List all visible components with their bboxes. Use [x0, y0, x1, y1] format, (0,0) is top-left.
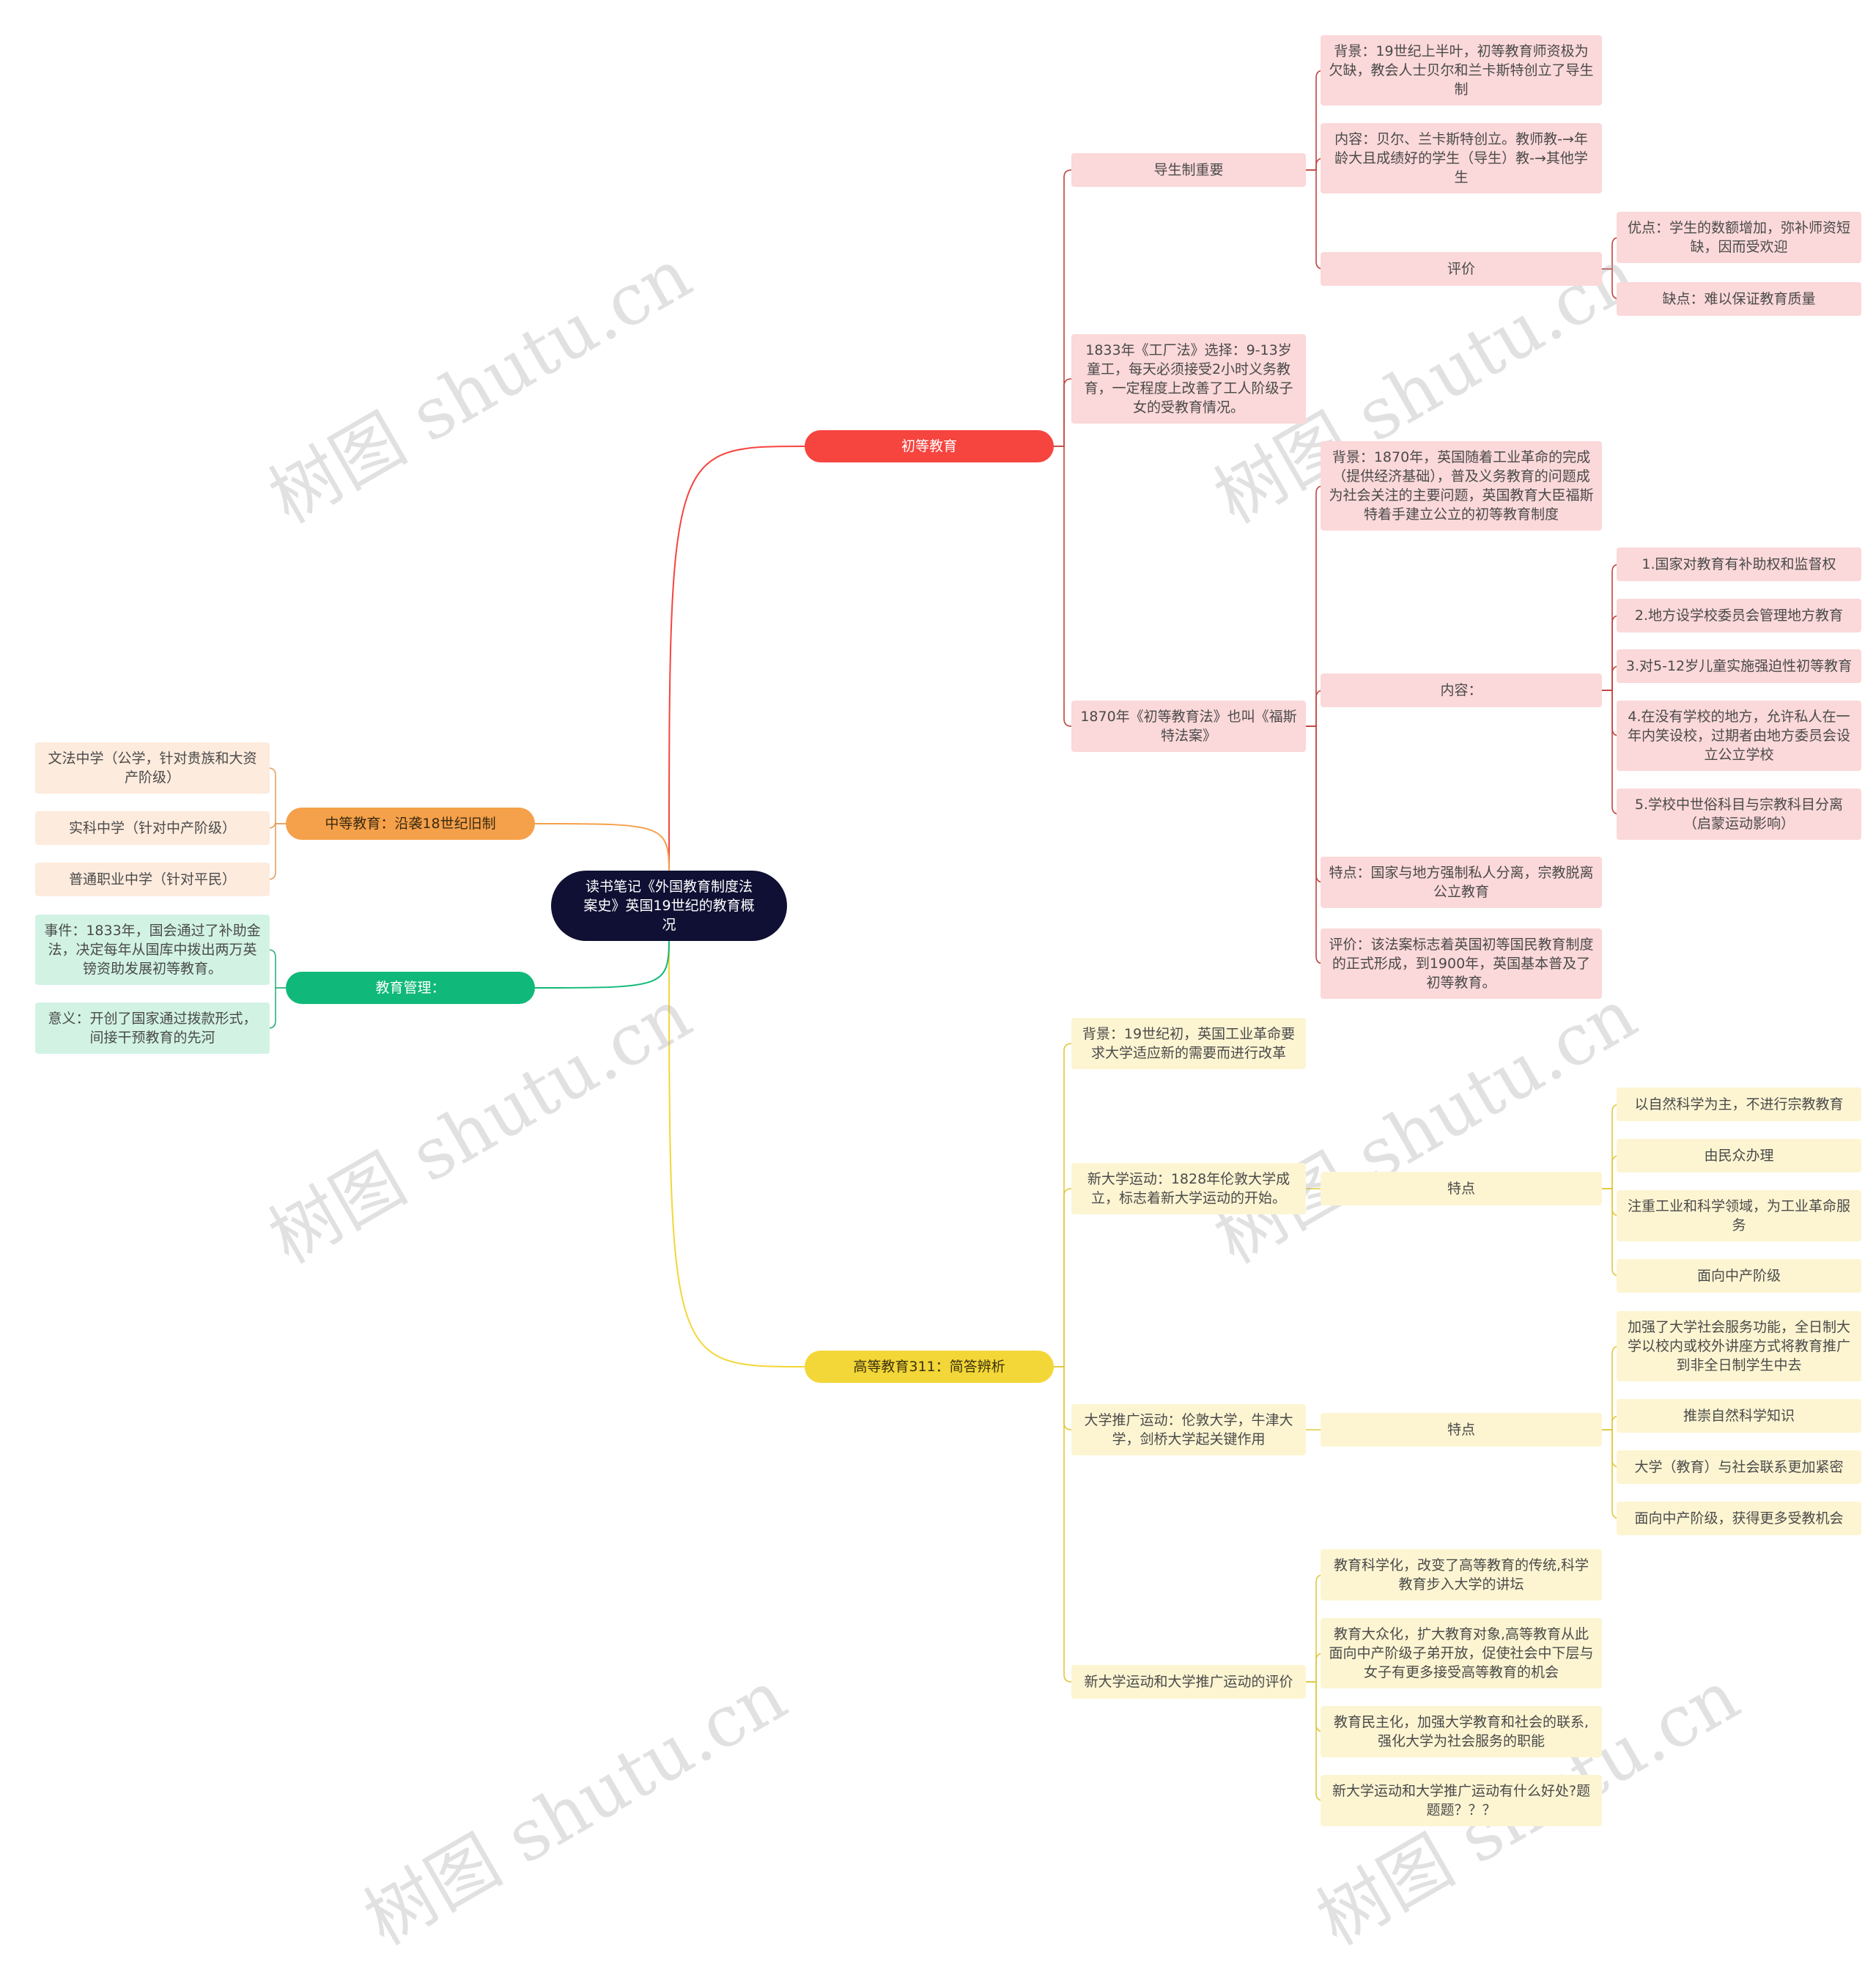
link-branch-secondary-education-1 [267, 820, 286, 829]
link-branch-higher-education [668, 931, 805, 1367]
node-act-item-5[interactable]: 5.学校中世俗科目与宗教科目分离（启蒙运动影响） [1617, 789, 1861, 840]
node-act-1870-background[interactable]: 背景：1870年，英国随着工业革命的完成（提供经济基础），普及义务教育的问题成为… [1321, 441, 1602, 531]
link-branch-secondary-education-0 [267, 767, 286, 824]
node-act-1870-feature[interactable]: 特点：国家与地方强制私人分离，宗教脱离公立教育 [1321, 857, 1602, 908]
link-branch-education-management-0 [267, 949, 286, 989]
branch-secondary-education[interactable]: 中等教育：沿袭18世纪旧制 [286, 808, 535, 840]
node-extension-feature-1[interactable]: 加强了大学社会服务功能，全日制大学以校内或校外讲座方式将教育推广到非全日制学生中… [1617, 1311, 1861, 1381]
node-extension-feature-4[interactable]: 面向中产阶级，获得更多受教机会 [1617, 1502, 1861, 1535]
link-branch-higher-education-3 [1054, 1366, 1072, 1683]
node-new-univ-feature-1[interactable]: 以自然科学为主，不进行宗教教育 [1617, 1088, 1861, 1121]
link-branch-secondary-education [534, 823, 670, 880]
node-movements-evaluation[interactable]: 新大学运动和大学推广运动的评价 [1071, 1665, 1306, 1699]
node-monitor-background[interactable]: 背景：19世纪上半叶，初等教育师资极为欠缺，教会人士贝尔和兰卡斯特创立了导生制 [1321, 35, 1602, 106]
link-branch-education-management-1 [267, 987, 286, 1029]
node-act-1870-content[interactable]: 内容： [1321, 673, 1602, 707]
branch-education-management[interactable]: 教育管理： [286, 972, 535, 1004]
node-monitor-cons[interactable]: 缺点：难以保证教育质量 [1617, 282, 1861, 316]
link-branch-primary-education [668, 446, 805, 880]
link-branch-education-management [534, 931, 670, 989]
link-branch-primary-education-1 [1054, 378, 1072, 447]
link-branch-secondary-education-2 [267, 823, 286, 880]
node-act-item-1[interactable]: 1.国家对教育有补助权和监督权 [1617, 547, 1861, 581]
link-branch-primary-education-0 [1054, 169, 1072, 447]
node-new-univ-feature-4[interactable]: 面向中产阶级 [1617, 1259, 1861, 1293]
link-branch-higher-education-1 [1054, 1188, 1072, 1367]
node-extension-feature-2[interactable]: 推崇自然科学知识 [1617, 1399, 1861, 1433]
node-extension-feature[interactable]: 特点 [1321, 1413, 1602, 1447]
node-act-item-3[interactable]: 3.对5-12岁儿童实施强迫性初等教育 [1617, 649, 1861, 683]
node-act-1870-evaluation[interactable]: 评价：该法案标志着英国初等国民教育制度的正式形成，到1900年，英国基本普及了初… [1321, 929, 1602, 999]
root-node[interactable]: 读书笔记《外国教育制度法案史》英国19世纪的教育概况 [551, 871, 787, 941]
link-branch-higher-education-0 [1054, 1043, 1072, 1367]
link-branch-primary-education-2 [1054, 446, 1072, 727]
link-node-act-1870-3 [1306, 726, 1324, 964]
node-evaluation-2[interactable]: 教育大众化，扩大教育对象,高等教育从此面向中产阶级子弟开放，促使社会中下层与女子… [1321, 1618, 1602, 1688]
node-act-item-4[interactable]: 4.在没有学校的地方，允许私人在一年内笑设校，过期者由地方委员会设立公立学校 [1617, 701, 1861, 771]
node-management-meaning[interactable]: 意义：开创了国家通过拨款形式，间接干预教育的先河 [35, 1003, 270, 1054]
node-evaluation-4[interactable]: 新大学运动和大学推广运动有什么好处?题题题？？？ [1321, 1775, 1602, 1826]
node-grammar-school[interactable]: 文法中学（公学，针对贵族和大资产阶级） [35, 742, 270, 794]
node-evaluation-3[interactable]: 教育民主化，加强大学教育和社会的联系,强化大学为社会服务的职能 [1321, 1706, 1602, 1757]
node-new-univ-feature-3[interactable]: 注重工业和科学领域，为工业革命服务 [1617, 1190, 1861, 1241]
node-higher-background[interactable]: 背景：19世纪初，英国工业革命要求大学适应新的需要而进行改革 [1071, 1018, 1306, 1069]
node-extension-feature-3[interactable]: 大学（教育）与社会联系更加紧密 [1617, 1450, 1861, 1484]
node-new-univ-feature-2[interactable]: 由民众办理 [1617, 1139, 1861, 1173]
node-management-event[interactable]: 事件：1833年，国会通过了补助金法，决定每年从国库中拨出两万英镑资助发展初等教… [35, 915, 270, 985]
node-monitor-evaluation[interactable]: 评价 [1321, 252, 1602, 286]
node-monitor-system[interactable]: 导生制重要 [1071, 153, 1306, 187]
node-monitor-content[interactable]: 内容：贝尔、兰卡斯特创立。教师教-→年龄大且成绩好的学生（导生）教-→其他学生 [1321, 123, 1602, 193]
node-factory-act[interactable]: 1833年《工厂法》选择：9-13岁童工，每天必须接受2小时义务教育，一定程度上… [1071, 334, 1306, 424]
branch-primary-education[interactable]: 初等教育 [805, 430, 1054, 462]
node-vocational-school[interactable]: 普通职业中学（针对平民） [35, 863, 270, 896]
node-extension-movement[interactable]: 大学推广运动：伦敦大学，牛津大学，剑桥大学起关键作用 [1071, 1404, 1306, 1455]
node-monitor-pros[interactable]: 优点：学生的数额增加，弥补师资短缺，因而受欢迎 [1617, 212, 1861, 263]
node-act-item-2[interactable]: 2.地方设学校委员会管理地方教育 [1617, 599, 1861, 632]
node-new-univ-feature[interactable]: 特点 [1321, 1172, 1602, 1206]
node-modern-school[interactable]: 实科中学（针对中产阶级） [35, 811, 270, 845]
node-evaluation-1[interactable]: 教育科学化，改变了高等教育的传统,科学教育步入大学的讲坛 [1321, 1549, 1602, 1601]
link-branch-higher-education-2 [1054, 1366, 1072, 1430]
node-new-university-movement[interactable]: 新大学运动：1828年伦敦大学成立，标志着新大学运动的开始。 [1071, 1163, 1306, 1214]
branch-higher-education[interactable]: 高等教育311：简答辨析 [805, 1351, 1054, 1383]
node-act-1870[interactable]: 1870年《初等教育法》也叫《福斯特法案》 [1071, 701, 1306, 752]
